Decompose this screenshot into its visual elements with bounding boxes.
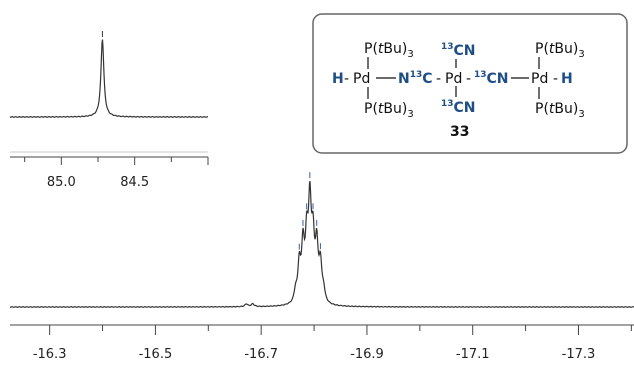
main-spectrum-trace (9, 180, 634, 308)
left-top-phosphine: P(tBu)3 (364, 41, 414, 60)
inset-x-tick-labels: 85.0 84.5 (47, 175, 149, 190)
structure-diagram: P(tBu)3 P(tBu)3 H - Pd N13C - Pd - 13CN … (312, 13, 628, 154)
main-x-tick-labels: -16.3 -16.5 -16.7 -16.9 -17.1 -17.3 (33, 347, 595, 362)
x-tick-label: -17.3 (562, 347, 596, 362)
x-tick-label: 85.0 (47, 175, 76, 190)
center-pd: Pd (445, 71, 462, 87)
x-tick-label: -16.3 (33, 347, 67, 362)
bridge-cn-right: 13CN (474, 70, 509, 87)
right-pd: Pd (531, 71, 548, 87)
inset-spectrum: 85.0 84.5 (9, 31, 209, 190)
compound-number: 33 (450, 124, 469, 140)
left-hydride-bond: - (344, 71, 349, 87)
left-pd: Pd (353, 71, 370, 87)
main-spectrum: -16.3 -16.5 -16.7 -16.9 -17.1 -17.3 (9, 172, 634, 362)
bridge-nc-left: N13C (398, 70, 433, 87)
center-bottom-cyanide: 13CN (441, 99, 476, 116)
right-hydride-bond: - (553, 71, 558, 87)
left-bottom-phosphine: P(tBu)3 (364, 101, 414, 120)
left-hydride: H (332, 71, 344, 87)
right-bottom-phosphine: P(tBu)3 (535, 101, 585, 120)
main-peak-picks (298, 172, 321, 250)
x-tick-label: -16.7 (244, 347, 278, 362)
center-pd-bond-left: - (436, 71, 441, 87)
main-x-ticks (49, 325, 632, 335)
right-hydride: H (561, 71, 573, 87)
right-top-phosphine: P(tBu)3 (535, 41, 585, 60)
center-top-cyanide: 13CN (441, 42, 476, 59)
x-tick-label: -17.1 (456, 347, 490, 362)
inset-spectrum-trace (9, 39, 209, 118)
inset-x-ticks (24, 157, 209, 165)
x-tick-label: -16.5 (139, 347, 173, 362)
x-tick-label: 84.5 (120, 175, 149, 190)
x-tick-label: -16.9 (350, 347, 384, 362)
structure-box (312, 13, 628, 154)
center-pd-bond-right: - (466, 71, 471, 87)
